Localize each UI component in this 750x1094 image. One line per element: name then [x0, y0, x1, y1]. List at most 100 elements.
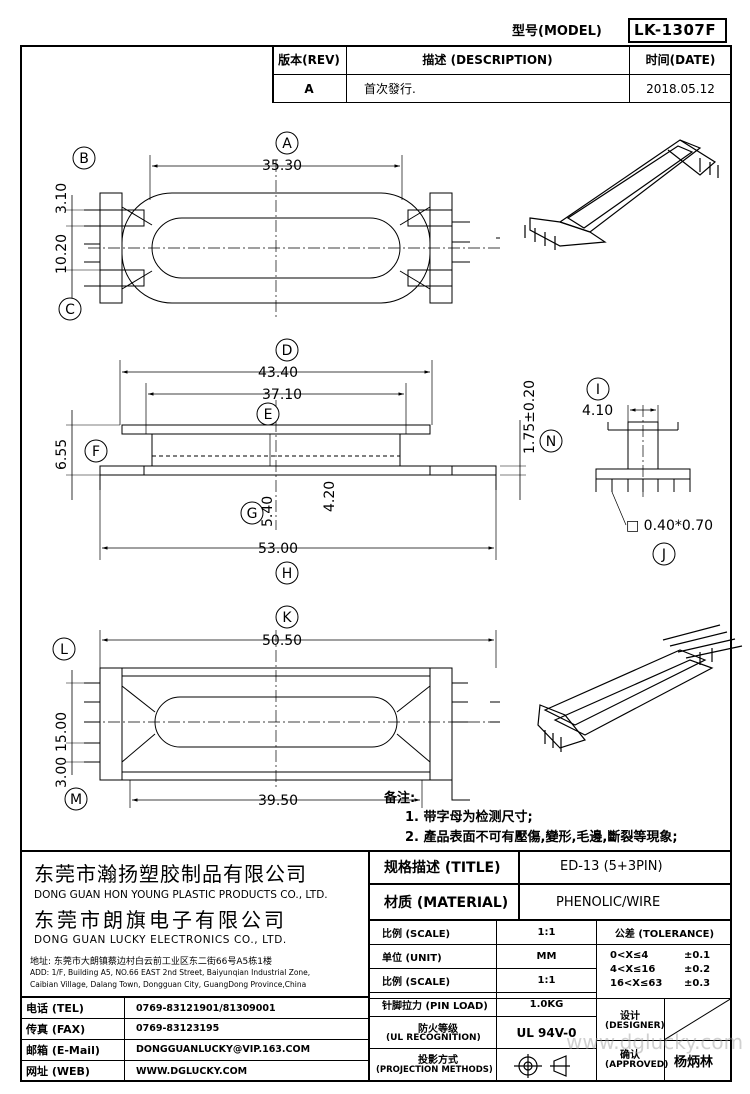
dim-h: 53.00: [258, 541, 298, 557]
label-f: F: [92, 444, 100, 460]
desc-value: 首次發行.: [364, 82, 416, 96]
notes-title: 备注:: [384, 791, 416, 806]
dim-j: □ 0.40*0.70: [626, 518, 713, 534]
company-name-2: 东莞市朗旗电子有限公司: [34, 908, 287, 932]
fax-label: 传真 (FAX): [26, 1022, 86, 1036]
label-j: J: [661, 547, 666, 563]
pinload-label: 针脚拉力 (PIN LOAD): [382, 1001, 488, 1012]
note-2: 2. 產品表面不可有壓傷,變形,毛邊,斷裂等現象;: [405, 830, 678, 845]
label-g: G: [247, 506, 258, 522]
drawing-frame: [20, 45, 732, 1082]
bubble-m: [64, 787, 88, 811]
tol-value-3: ±0.3: [684, 978, 711, 989]
address-en-2: Caibian Village, Dalang Town, Dongguan C…: [30, 980, 307, 989]
technical-drawing: A B C D E F G H I J K L M N 35.30 3.10 1…: [52, 131, 743, 811]
pinload-value: 1.0KG: [529, 999, 564, 1010]
bubble-h: [275, 561, 299, 585]
company-name-2-en: DONG GUAN LUCKY ELECTRONICS CO., LTD.: [34, 934, 287, 946]
dim-d: 43.40: [258, 365, 298, 381]
date-value: 2018.05.12: [646, 81, 715, 96]
label-d: D: [282, 343, 293, 359]
desc-header: 描述 (DESCRIPTION): [422, 53, 553, 67]
watermark: www.dglucky.com: [566, 1030, 744, 1054]
bubble-n: [539, 429, 563, 453]
label-b: B: [79, 151, 89, 167]
bubble-b: [72, 146, 96, 170]
end-view: [595, 405, 691, 526]
ul-label-2: (UL RECOGNITION): [386, 1033, 481, 1043]
approver-name: 杨炳林: [674, 1055, 714, 1070]
address-en-1: ADD: 1/F, Building A5, NO.66 EAST 2nd St…: [30, 968, 311, 977]
scale-value: 1:1: [537, 927, 556, 938]
dim-e: 37.10: [262, 387, 302, 403]
ul-label-1: 防火等级: [418, 1024, 458, 1035]
proj-label-1: 投影方式: [418, 1055, 458, 1066]
bubble-k: [275, 605, 299, 629]
scale2-label: 比例 (SCALE): [382, 977, 451, 988]
designer-label-1: 设计: [620, 1011, 640, 1022]
label-l: L: [60, 642, 68, 658]
dim-m2: 39.50: [258, 793, 298, 809]
label-i: I: [596, 382, 600, 398]
web-label: 网址 (WEB): [26, 1065, 90, 1078]
scale-label: 比例 (SCALE): [382, 929, 451, 940]
bubble-d: [275, 338, 299, 362]
address-cn: 地址: 东莞市大朗镇蔡边村白云前工业区东二街66号A5栋1楼: [30, 957, 272, 967]
tol-value-2: ±0.2: [684, 964, 711, 975]
projection-symbol-icon: [514, 1054, 570, 1078]
dim-m: 3.00: [54, 757, 70, 788]
label-a: A: [282, 136, 292, 152]
title-block: 东莞市瀚扬塑胶制品有限公司 DONG GUAN HON YOUNG PLASTI…: [20, 850, 743, 1082]
bottom-view: [66, 630, 500, 808]
model-label: 型号(MODEL): [512, 24, 602, 39]
label-k: K: [282, 610, 292, 626]
top-view: [66, 155, 500, 320]
fax-value: 0769-83123195: [136, 1023, 220, 1034]
model-value-box: [628, 18, 727, 43]
side-view: [66, 360, 526, 560]
rev-value: A: [304, 81, 314, 96]
material-label: 材质 (MATERIAL): [384, 895, 509, 911]
bubble-i: [586, 377, 610, 401]
bubble-e: [256, 402, 280, 426]
bubble-g: [240, 501, 264, 525]
label-h: H: [282, 566, 293, 582]
tel-value: 0769-83121901/81309001: [136, 1002, 276, 1014]
bubble-l: [52, 637, 76, 661]
ul-value: UL 94V-0: [516, 1025, 577, 1040]
web-value: WWW.DGLUCKY.COM: [136, 1065, 248, 1077]
dim-f: 6.55: [54, 439, 70, 470]
dim-k: 50.50: [262, 633, 302, 649]
material-value: PHENOLIC/WIRE: [556, 894, 661, 910]
proj-label-2: (PROJECTION METHODS): [376, 1065, 493, 1075]
label-n: N: [546, 434, 556, 450]
bubble-f: [84, 439, 108, 463]
iso-view-bottom: [537, 624, 743, 752]
bubble-a: [275, 131, 299, 155]
date-header: 时间(DATE): [645, 53, 716, 67]
company-name-1-en: DONG GUAN HON YOUNG PLASTIC PRODUCTS CO.…: [34, 889, 328, 901]
iso-view-top: [524, 139, 719, 250]
dim-c: 10.20: [54, 234, 70, 274]
note-1: 1. 带字母为检测尺寸;: [405, 810, 533, 825]
revision-table: 版本(REV) 描述 (DESCRIPTION) 时间(DATE) A 首次發行…: [272, 45, 732, 103]
bubble-j: [652, 542, 676, 566]
dim-a: 35.30: [262, 158, 302, 174]
unit-label: 单位 (UNIT): [382, 953, 442, 964]
bubble-c: [58, 297, 82, 321]
rev-header: 版本(REV): [278, 53, 340, 67]
label-m: M: [70, 792, 82, 808]
dim-b: 3.10: [54, 183, 70, 214]
dim-n: 1.75±0.20: [522, 380, 538, 454]
tel-label: 电话 (TEL): [26, 1002, 84, 1015]
approved-label-1: 确认: [620, 1050, 640, 1061]
tol-value-1: ±0.1: [684, 950, 711, 961]
unit-value: MM: [536, 951, 557, 962]
company-name-1: 东莞市瀚扬塑胶制品有限公司: [34, 862, 307, 886]
label-e: E: [264, 407, 273, 423]
email-label: 邮箱 (E-Mail): [26, 1043, 100, 1057]
dim-i: 4.10: [582, 403, 613, 419]
model-value: LK-1307F: [634, 21, 717, 39]
email-value: DONGGUANLUCKY@VIP.163.COM: [136, 1044, 311, 1055]
dim-g2: 4.20: [322, 481, 338, 512]
